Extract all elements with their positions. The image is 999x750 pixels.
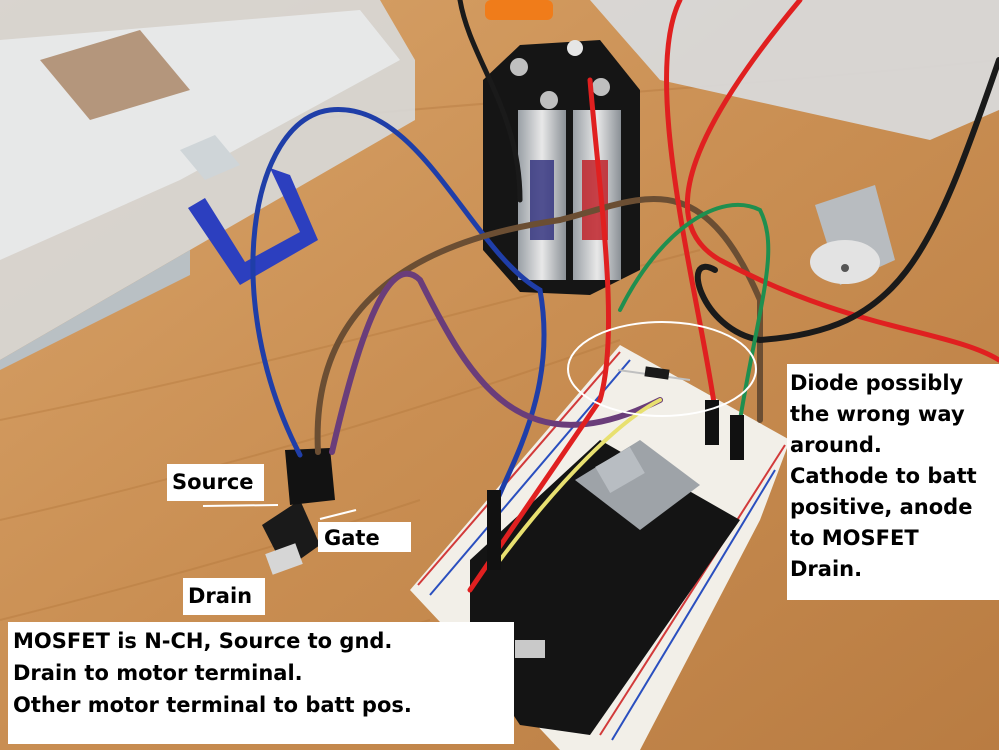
wire-yellow [498,398,662,562]
dc-motor [810,185,895,285]
drain-label: Drain [183,578,265,615]
source-label: Source [167,464,264,501]
wire-brown [314,196,763,455]
diode-note-line: Drain. [790,557,863,581]
mosfet-note: MOSFET is N-CH, Source to gnd. Drain to … [8,622,514,744]
wire-blue [250,107,547,523]
diode-note-line: Cathode to batt [790,464,977,488]
diode-note-line: to MOSFET [790,526,919,550]
wire-purple [329,270,663,455]
wire-red-long [663,0,718,413]
jumper-headers [487,400,744,570]
wire-black-left [457,0,523,203]
wire-red [467,77,612,593]
orange-object [485,0,553,20]
wire-green [618,203,771,422]
diode-note: Diode possibly the wrong way around. Cat… [787,364,999,600]
mosfet-note-line: Other motor terminal to batt pos. [13,693,412,717]
plastic-storage-boxes [0,0,415,370]
mosfet-note-line: Drain to motor terminal. [13,661,303,685]
diode-note-line: around. [790,433,882,457]
mosfet-note-line: MOSFET is N-CH, Source to gnd. [13,629,393,653]
diode-note-line: the wrong way [790,402,965,426]
diode-highlight-ellipse [567,321,757,417]
diode-note-line: positive, anode [790,495,973,519]
gate-pointer-line [319,509,357,520]
diode-note-line: Diode possibly [790,371,964,395]
blue-stand [188,168,318,285]
wire-black [694,57,999,344]
diode [617,366,691,381]
battery-holder [483,40,640,295]
grey-box [590,0,999,140]
wire-red-right [684,0,999,363]
gate-label: Gate [318,522,411,552]
source-pointer-line [202,504,279,507]
mosfet [262,448,335,575]
